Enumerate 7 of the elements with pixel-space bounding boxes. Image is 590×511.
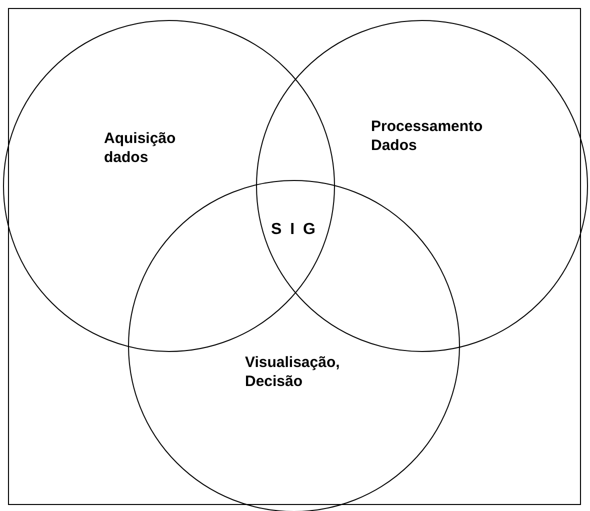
venn-circle [3, 20, 335, 352]
circle-label: Visualisação, Decisão [245, 353, 341, 391]
circle-label: Processamento Dados [371, 117, 484, 155]
intersection-label: S I G [271, 221, 318, 239]
venn-circle [256, 20, 588, 352]
venn-circle [128, 180, 460, 511]
circle-label: Aquisição dados [104, 129, 177, 167]
